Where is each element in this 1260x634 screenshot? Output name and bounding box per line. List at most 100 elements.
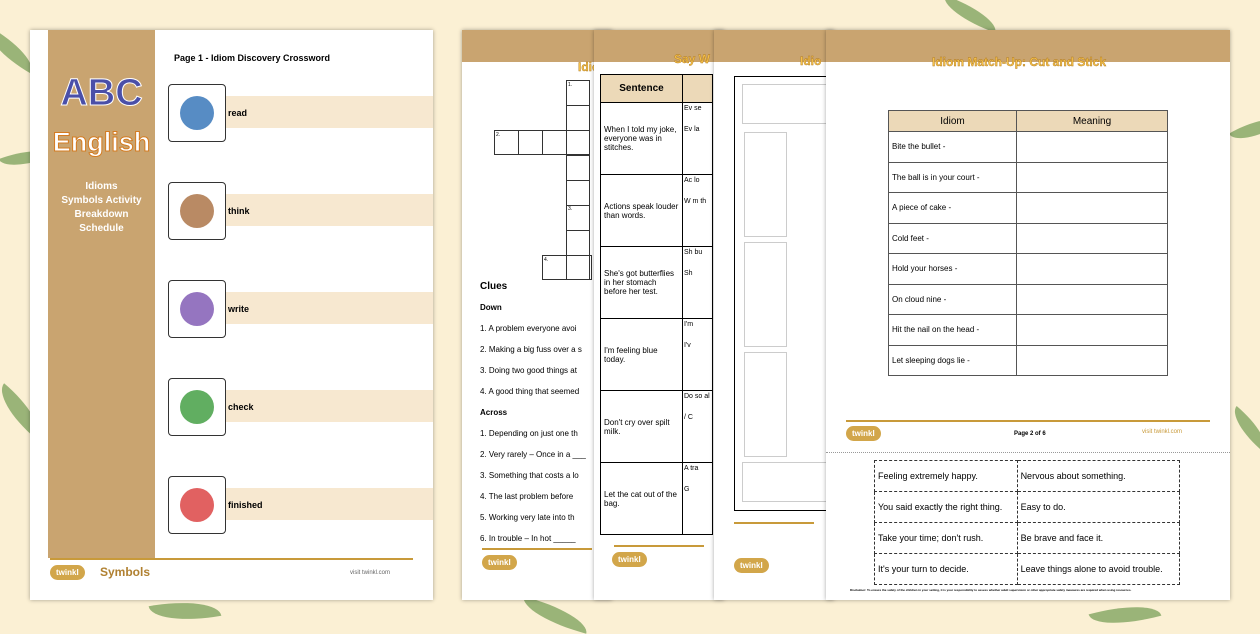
cut-card[interactable]: Easy to do.	[1016, 491, 1181, 523]
grid-number: 3.	[568, 206, 573, 212]
step-strip	[225, 96, 433, 128]
cut-card[interactable]: It's your turn to decide.	[874, 553, 1018, 585]
meaning-cell[interactable]	[1016, 222, 1168, 254]
table-row: On cloud nine -	[888, 283, 1168, 315]
option: W m th	[684, 198, 707, 205]
sentence-cell: Actions speak louder than words.	[600, 174, 683, 247]
worksheet-page-idiom-cut: Idio twinkl	[714, 30, 834, 600]
disclaimer: Disclaimer: To ensure the safety of the …	[850, 588, 1132, 592]
page-number: Page 2 of 6	[1014, 431, 1046, 437]
worksheet-page-say-what: Say W Sentence When I told my joke, ever…	[594, 30, 724, 600]
twinkl-logo: twinkl	[846, 426, 881, 441]
cut-card[interactable]: Nervous about something.	[1016, 460, 1181, 492]
idiom-cell: Let sleeping dogs lie -	[888, 344, 1017, 376]
grid-number: 1.	[568, 82, 573, 88]
option: I'm	[684, 321, 694, 328]
step-strip	[225, 292, 433, 324]
page-heading: Page 1 - Idiom Discovery Crossword	[174, 53, 331, 63]
meaning-cell[interactable]	[1016, 253, 1168, 285]
options-cell: Do so al / C	[682, 390, 713, 463]
idiom-header: Idiom	[888, 110, 1017, 132]
meaning-cell[interactable]	[1016, 161, 1168, 193]
table-row: Hold your horses -	[888, 253, 1168, 285]
frame	[734, 76, 834, 511]
side-subtitle: Idioms Symbols Activity Breakdown Schedu…	[48, 180, 155, 236]
table-row: Hit the nail on the head -	[888, 314, 1168, 346]
options-cell: Ac lo W m th	[682, 174, 713, 247]
sentence-cell: Don't cry over spilt milk.	[600, 390, 683, 463]
clue-across: 6. In trouble – In hot _____	[480, 534, 576, 543]
card-row: Feeling extremely happy.Nervous about so…	[874, 460, 1181, 492]
table-row: Cold feet -	[888, 222, 1168, 254]
step-label: check	[228, 402, 254, 412]
meaning-cell[interactable]	[1016, 314, 1168, 346]
clue-down: 4. A good thing that seemed	[480, 387, 580, 396]
cut-card[interactable]: Be brave and face it.	[1016, 522, 1181, 554]
step-label: finished	[228, 500, 263, 510]
meaning-header: Meaning	[1016, 110, 1168, 132]
card-row: You said exactly the right thing.Easy to…	[874, 491, 1181, 523]
finished-arrow-icon	[168, 476, 226, 534]
table-row: Actions speak louder than words.Ac lo W m…	[600, 174, 713, 247]
table-row: The ball is in your court -	[888, 161, 1168, 193]
clue-across: 4. The last problem before	[480, 492, 574, 501]
sentence-cell: When I told my joke, everyone was in sti…	[600, 102, 683, 175]
subtitle-line: Symbols Activity	[61, 195, 142, 206]
option: Sh	[684, 270, 693, 277]
table-row: When I told my joke, everyone was in sti…	[600, 102, 713, 175]
cut-card[interactable]: Leave things alone to avoid trouble.	[1016, 553, 1181, 585]
meaning-cell[interactable]	[1016, 344, 1168, 376]
table-row: Let sleeping dogs lie -	[888, 344, 1168, 376]
subtitle-line: Idioms	[85, 181, 118, 192]
idiom-cell: A piece of cake -	[888, 192, 1017, 224]
cut-card[interactable]: Feeling extremely happy.	[874, 460, 1018, 492]
grid-number: 4.	[544, 257, 549, 263]
cut-card[interactable]: You said exactly the right thing.	[874, 491, 1018, 523]
subtitle-line: Breakdown	[74, 209, 129, 220]
idiom-cell: Hit the nail on the head -	[888, 314, 1017, 346]
table-row: She's got butterflies in her stomach bef…	[600, 246, 713, 319]
cut-card[interactable]: Take your time; don't rush.	[874, 522, 1018, 554]
option: A tra	[684, 465, 699, 472]
step-strip	[225, 390, 433, 422]
thinking-person-icon	[168, 182, 226, 240]
idiom-cell: On cloud nine -	[888, 283, 1017, 315]
abc-title: ABC	[60, 72, 143, 115]
clue-down: 2. Making a big fuss over a s	[480, 345, 582, 354]
option: I'v	[684, 342, 691, 349]
page-title: Idiom Match-Up: Cut and Stick	[932, 55, 1106, 69]
twinkl-logo: twinkl	[482, 555, 517, 570]
step-strip	[225, 488, 433, 520]
meaning-cell[interactable]	[1016, 192, 1168, 224]
step-label: write	[228, 304, 250, 314]
option: Ev la	[684, 126, 700, 133]
side-panel: ABC English Idioms Symbols Activity Brea…	[48, 30, 155, 558]
option: / C	[684, 414, 693, 421]
idiom-cell: The ball is in your court -	[888, 161, 1017, 193]
step-strip	[225, 194, 433, 226]
clue-across: 2. Very rarely – Once in a ___	[480, 450, 586, 459]
sentence-cell: I'm feeling blue today.	[600, 318, 683, 391]
step-label: think	[228, 206, 250, 216]
clue-across: 3. Something that costs a lo	[480, 471, 579, 480]
meaning-cell[interactable]	[1016, 283, 1168, 315]
idiom-cell: Bite the bullet -	[888, 131, 1017, 163]
sentence-header: Sentence	[600, 74, 683, 103]
grid-number: 2.	[496, 132, 501, 138]
symbols-logo: Symbols	[100, 565, 151, 579]
worksheet-page-crossword: Idio 1. 2. 3. 4. Clues Down 1. A problem…	[462, 30, 612, 600]
option: Ac lo	[684, 177, 700, 184]
option: Do so al	[684, 393, 710, 400]
clue-across: 1. Depending on just one th	[480, 429, 578, 438]
down-title: Down	[480, 303, 502, 312]
meaning-cell[interactable]	[1016, 131, 1168, 163]
step-label: read	[228, 108, 248, 118]
